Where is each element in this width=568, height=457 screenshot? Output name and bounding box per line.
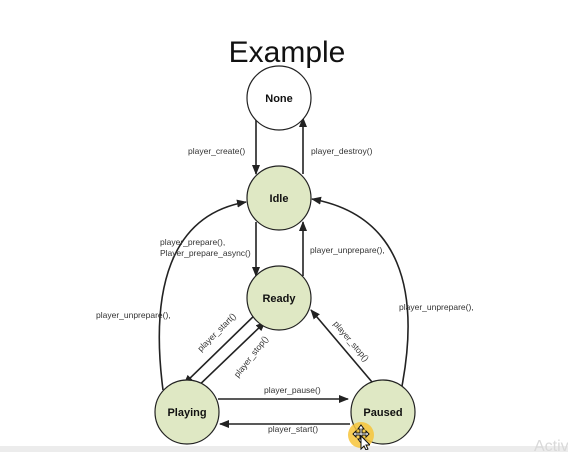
bottom-strip bbox=[0, 446, 568, 452]
label-stop-playing: player_stop() bbox=[232, 334, 271, 379]
label-pause: player_pause() bbox=[264, 385, 321, 395]
activation-watermark: Activ bbox=[534, 438, 568, 455]
label-prepare-1: player_prepare(), bbox=[160, 237, 225, 247]
state-ready-node bbox=[246, 265, 312, 331]
label-prepare-2: Player_prepare_async() bbox=[160, 248, 251, 258]
state-none-label: None bbox=[265, 93, 293, 105]
label-unprepare-playing: player_unprepare(), bbox=[96, 310, 171, 320]
arrow-ready-to-playing bbox=[183, 311, 259, 385]
label-create: player_create() bbox=[188, 146, 245, 156]
label-destroy: player_destroy() bbox=[311, 146, 373, 156]
label-start-paused: player_start() bbox=[268, 424, 318, 434]
state-playing-label: Playing bbox=[167, 407, 206, 419]
state-paused-label: Paused bbox=[363, 407, 402, 419]
arrow-paused-to-ready bbox=[310, 309, 373, 383]
arrow-playing-to-idle bbox=[158, 199, 247, 391]
diagram-title: Example bbox=[229, 36, 346, 69]
move-cursor-icon bbox=[352, 424, 372, 455]
state-none-node bbox=[246, 65, 312, 131]
label-unprepare-ready: player_unprepare(), bbox=[310, 245, 385, 255]
state-idle-label: Idle bbox=[270, 193, 289, 205]
state-idle-node bbox=[246, 165, 312, 231]
state-ready-label: Ready bbox=[262, 293, 296, 305]
label-start-ready: player_start() bbox=[195, 311, 238, 354]
arrow-playing-to-ready bbox=[191, 321, 266, 393]
label-unprepare-paused: player_unprepare(), bbox=[399, 302, 474, 312]
state-playing-node bbox=[154, 379, 220, 445]
arrow-paused-to-idle bbox=[311, 196, 409, 387]
